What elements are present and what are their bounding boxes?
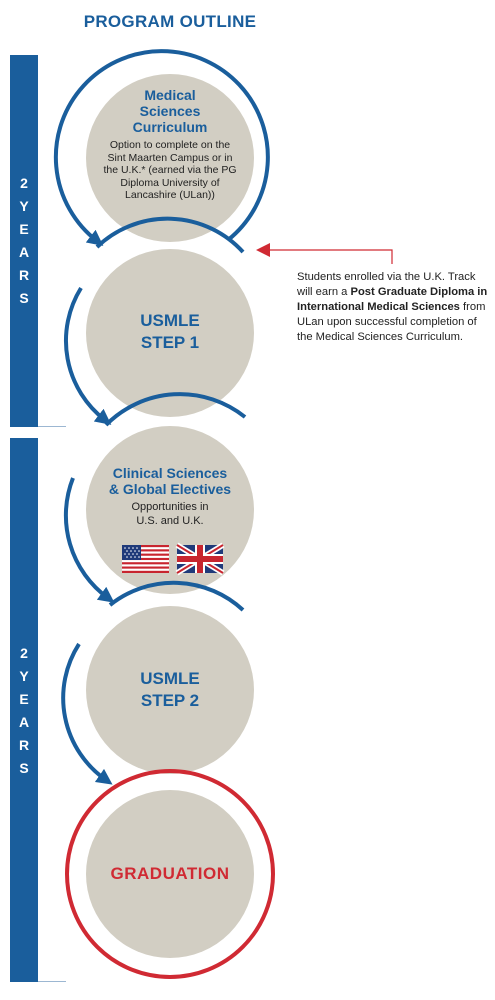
year-bar-2 <box>10 438 38 982</box>
note-text-after: from ULan upon successful completion of … <box>297 301 486 343</box>
step2-circle-ring <box>108 580 245 612</box>
us-flag-icon <box>122 545 169 573</box>
step2-circle-fill <box>86 606 254 774</box>
medical-description-line: Option to complete on the <box>109 139 231 151</box>
year-bar-1-divider <box>38 426 66 427</box>
graduation-circle-ring <box>65 769 275 979</box>
year-bar-2-divider <box>38 981 66 982</box>
clinical-description-line: U.S. and U.K. <box>136 515 204 527</box>
note-text-before: Students enrolled via the U.K. Track wil… <box>297 271 476 298</box>
step2-circle-ring-lower <box>61 642 113 785</box>
uk-track-note: Students enrolled via the U.K. Track wil… <box>297 270 489 345</box>
uk-flag-icon <box>175 542 225 576</box>
clinical-circle-text: Clinical Sciences & Global Electives Opp… <box>90 465 250 528</box>
step1-label: USMLE STEP 1 <box>95 310 245 354</box>
year-bar-1-char: 2 <box>20 175 28 191</box>
callout-line <box>262 249 393 264</box>
medical-description-line: the U.K.* (earned via the PG <box>103 164 237 176</box>
step1-circle-fill <box>86 249 254 417</box>
step2-label-line: STEP 2 <box>140 691 200 710</box>
medical-heading-line: Sciences <box>139 103 201 119</box>
callout-arrow <box>256 243 270 257</box>
medical-circle-ring <box>53 49 270 246</box>
clinical-heading: Clinical Sciences & Global Electives <box>90 465 250 497</box>
year-bar-1-char: A <box>18 244 30 260</box>
note-bold-text: Post Graduate Diploma in International M… <box>297 286 488 313</box>
year-bar-2-char: S <box>19 760 29 776</box>
year-bar-1 <box>10 55 38 427</box>
step1-circle-ring-lower <box>63 286 112 425</box>
year-bar-1-char: E <box>19 221 29 237</box>
step2-label: USMLE STEP 2 <box>95 668 245 712</box>
medical-description-line: Sint Maarten Campus or in <box>107 151 233 164</box>
year-bar-2-char: 2 <box>20 645 28 661</box>
medical-heading-line: Medical <box>144 87 196 103</box>
year-bar-2-char: E <box>19 691 29 707</box>
clinical-circle-ring <box>104 392 247 427</box>
step1-label-line: STEP 1 <box>140 333 200 352</box>
year-bar-2-char: A <box>18 714 30 730</box>
year-bar-1-char: Y <box>19 198 29 214</box>
medical-description: Option to complete on the Sint Maarten C… <box>95 139 245 202</box>
clinical-description: Opportunities in U.S. and U.K. <box>90 500 250 528</box>
medical-description-line: Lancashire (ULan)) <box>125 189 215 201</box>
page-title: PROGRAM OUTLINE <box>83 12 257 31</box>
step1-label-line: USMLE <box>140 311 200 330</box>
year-bar-2-char: Y <box>19 668 29 684</box>
graduation-circle-fill <box>86 790 254 958</box>
step1-circle-ring <box>95 216 245 254</box>
year-bar-1-label: 2 Y E A R S <box>10 172 38 310</box>
medical-description-line: Diploma University of <box>120 176 220 189</box>
year-bar-2-label: 2 Y E A R S <box>10 642 38 780</box>
medical-heading: Medical Sciences Curriculum <box>95 87 245 135</box>
clinical-circle-ring-lower <box>63 477 115 603</box>
step2-label-line: USMLE <box>140 669 200 688</box>
medical-circle-fill <box>86 74 254 242</box>
clinical-description-line: Opportunities in <box>131 501 209 513</box>
clinical-heading-line: & Global Electives <box>108 481 232 497</box>
medical-heading-line: Curriculum <box>132 119 208 135</box>
clinical-heading-line: Clinical Sciences <box>112 465 228 481</box>
year-bar-1-char: R <box>18 267 30 283</box>
graduation-label: GRADUATION <box>110 864 230 883</box>
year-bar-2-char: R <box>18 737 30 753</box>
medical-circle-text: Medical Sciences Curriculum Option to co… <box>95 87 245 202</box>
year-bar-1-char: S <box>19 290 29 306</box>
